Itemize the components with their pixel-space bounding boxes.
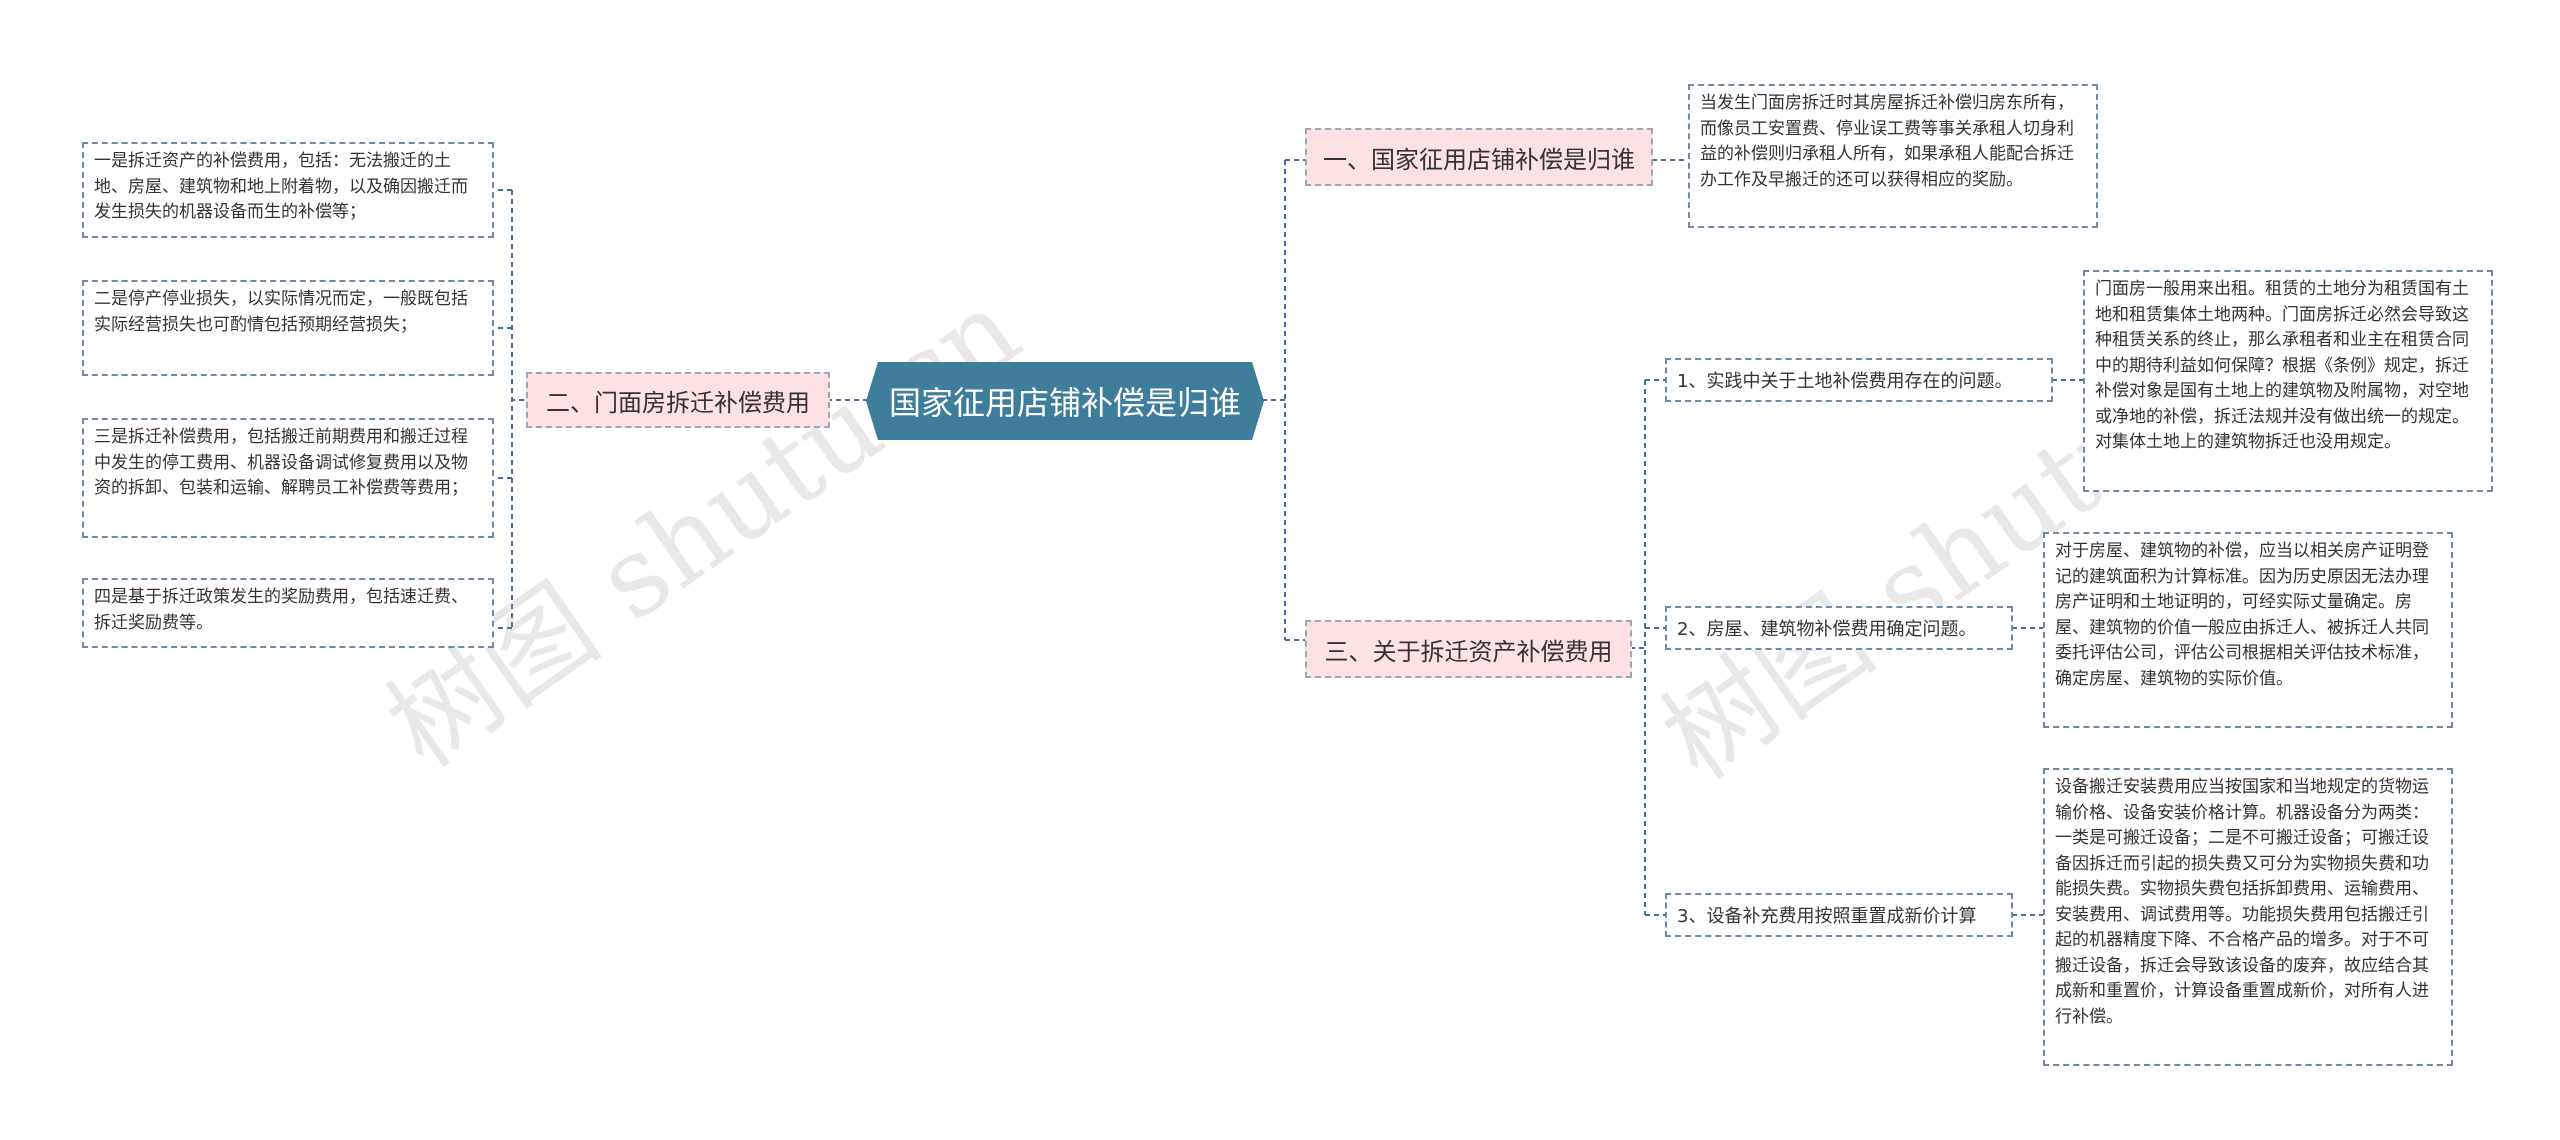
branch-1-topic[interactable]: 一、国家征用店铺补偿是归谁 [1305, 128, 1653, 186]
branch-3-sub-2-leaf[interactable]: 对于房屋、建筑物的补偿，应当以相关房产证明登记的建筑面积为计算标准。因为历史原因… [2043, 532, 2453, 728]
branch-2-topic[interactable]: 二、门面房拆迁补偿费用 [526, 372, 830, 428]
branch-2-leaf-1[interactable]: 一是拆迁资产的补偿费用，包括：无法搬迁的土地、房屋、建筑物和地上附着物，以及确因… [82, 142, 494, 238]
branch-3-sub-2[interactable]: 2、房屋、建筑物补偿费用确定问题。 [1665, 606, 2013, 650]
root-topic[interactable]: 国家征用店铺补偿是归谁 [866, 362, 1264, 440]
branch-2-leaf-2[interactable]: 二是停产停业损失，以实际情况而定，一般既包括实际经营损失也可酌情包括预期经营损失… [82, 280, 494, 376]
branch-3-sub-3-leaf[interactable]: 设备搬迁安装费用应当按国家和当地规定的货物运输价格、设备安装价格计算。机器设备分… [2043, 768, 2453, 1066]
branch-3-sub-1[interactable]: 1、实践中关于土地补偿费用存在的问题。 [1665, 358, 2053, 402]
branch-1-leaf[interactable]: 当发生门面房拆迁时其房屋拆迁补偿归房东所有，而像员工安置费、停业误工费等事关承租… [1688, 84, 2098, 228]
branch-3-sub-3[interactable]: 3、设备补充费用按照重置成新价计算 [1665, 893, 2013, 937]
branch-2-leaf-3[interactable]: 三是拆迁补偿费用，包括搬迁前期费用和搬迁过程中发生的停工费用、机器设备调试修复费… [82, 418, 494, 538]
branch-3-sub-1-leaf[interactable]: 门面房一般用来出租。租赁的土地分为租赁国有土地和租赁集体土地两种。门面房拆迁必然… [2083, 270, 2493, 492]
branch-2-leaf-4[interactable]: 四是基于拆迁政策发生的奖励费用，包括速迁费、拆迁奖励费等。 [82, 578, 494, 648]
branch-3-topic[interactable]: 三、关于拆迁资产补偿费用 [1305, 620, 1632, 678]
